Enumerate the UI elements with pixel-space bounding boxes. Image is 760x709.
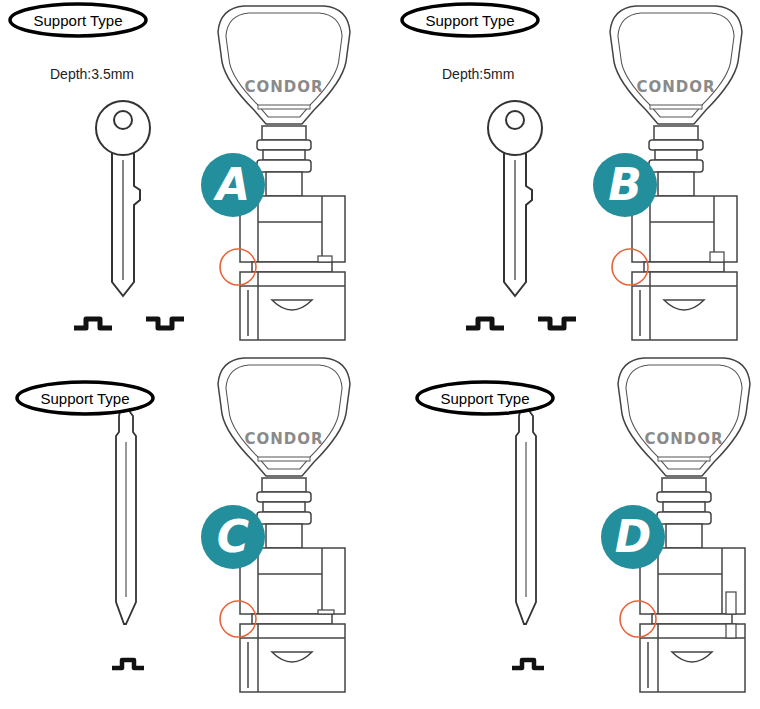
- fixture-step: [726, 624, 736, 638]
- head-inner-outline: [226, 13, 342, 117]
- ellipse-outline: [402, 4, 538, 36]
- highlight-ring: [612, 249, 648, 285]
- fixture-head-outline: [614, 354, 754, 480]
- option-letter: B: [608, 163, 642, 207]
- quadrant-d-art: [512, 400, 745, 692]
- fixture-head: CONDOR: [614, 354, 754, 480]
- head-outline: [610, 6, 742, 124]
- quadrant-c-art: [112, 400, 345, 692]
- support-type-label: Support Type: [441, 390, 530, 407]
- head-bar: [658, 457, 710, 461]
- fixture-head: CONDOR: [214, 2, 354, 128]
- badge-circle: [593, 153, 657, 217]
- support-type-label: Support Type: [41, 390, 130, 407]
- head-bar: [258, 105, 310, 109]
- option-letter: A: [216, 163, 250, 207]
- depth-label: Depth:3.5mm: [50, 66, 134, 82]
- fixture-head-outline: [606, 2, 746, 128]
- quadrant-b-art: [466, 101, 737, 340]
- key-profile: [512, 660, 544, 668]
- option-letter-badge: C: [201, 505, 265, 569]
- fixture-head: CONDOR: [214, 354, 354, 480]
- brand-name: CONDOR: [244, 78, 323, 96]
- key-fixture: [640, 478, 745, 692]
- option-letter-badge: B: [593, 153, 657, 217]
- ellipse-outline: [10, 4, 146, 36]
- badge-circle: [601, 505, 665, 569]
- fixture-head-outline: [214, 2, 354, 128]
- ellipse-outline: [17, 382, 153, 414]
- fixture-head: CONDOR: [606, 2, 746, 128]
- option-letter-badge: D: [601, 505, 665, 569]
- head-outline: [218, 358, 350, 476]
- brand-name: CONDOR: [644, 430, 723, 448]
- head-bar: [650, 105, 702, 109]
- option-letter: D: [615, 515, 652, 559]
- highlight-ring: [220, 601, 256, 637]
- head-inner-outline: [618, 13, 734, 117]
- key-profile: [74, 319, 184, 328]
- key-profile: [112, 660, 144, 668]
- ellipse-outline: [417, 382, 553, 414]
- flip-key: [116, 400, 136, 624]
- head-outline: [218, 6, 350, 124]
- head-inner-outline: [626, 365, 742, 469]
- fixture-notch: [318, 610, 334, 614]
- badge-circle: [201, 505, 265, 569]
- badge-circle: [201, 153, 265, 217]
- quadrant-a-art: [74, 101, 345, 340]
- fixture-step: [726, 592, 736, 614]
- head-outline: [618, 358, 750, 476]
- support-type-ellipse: Support Type: [400, 2, 540, 38]
- support-type-label: Support Type: [34, 12, 123, 29]
- support-type-label: Support Type: [426, 12, 515, 29]
- brand-name: CONDOR: [244, 430, 323, 448]
- support-type-ellipse: Support Type: [415, 380, 555, 416]
- brand-name: CONDOR: [636, 78, 715, 96]
- house-key: [96, 101, 150, 296]
- highlight-ring: [220, 249, 256, 285]
- head-inner-outline: [226, 365, 342, 469]
- fixture-head-outline: [214, 354, 354, 480]
- fixture-notch: [710, 252, 724, 262]
- key-fixture: [240, 126, 345, 340]
- support-type-ellipse: Support Type: [15, 380, 155, 416]
- support-type-ellipse: Support Type: [8, 2, 148, 38]
- highlight-ring: [620, 601, 656, 637]
- head-bar: [258, 457, 310, 461]
- depth-label: Depth:5mm: [442, 66, 514, 82]
- option-letter-badge: A: [201, 153, 265, 217]
- option-letter: C: [217, 515, 249, 559]
- key-fixture: [632, 126, 737, 340]
- house-key: [488, 101, 542, 296]
- flip-key: [516, 400, 536, 624]
- key-profile: [466, 319, 576, 328]
- key-fixture: [240, 478, 345, 692]
- fixture-notch: [318, 256, 332, 262]
